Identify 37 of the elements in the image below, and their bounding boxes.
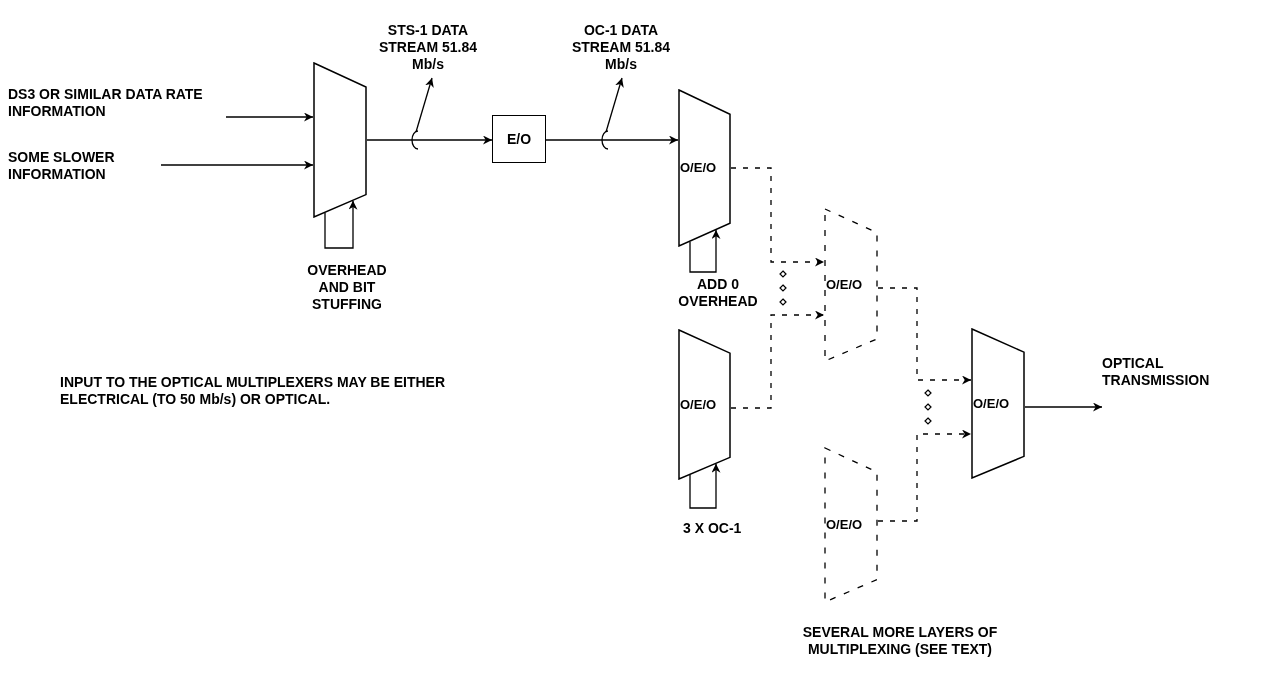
arrow	[877, 429, 972, 522]
annotation-text: OVERHEAD AND BIT STUFFING	[306, 262, 388, 313]
arrow	[545, 135, 679, 145]
annotation-text: OC-1 DATA STREAM 51.84 Mb/s	[565, 22, 677, 73]
annotation-text: ADD 0 OVERHEAD	[677, 276, 759, 310]
annotation-text: STS-1 DATA STREAM 51.84 Mb/s	[372, 22, 484, 73]
arrow	[324, 200, 358, 249]
port-label: O/E/O	[825, 517, 863, 533]
arrow	[877, 287, 972, 385]
arrow	[730, 167, 825, 267]
annotation-text: SOME SLOWER INFORMATION	[8, 149, 158, 183]
multiplexer-shape	[678, 329, 731, 480]
multiplexer-shape	[971, 328, 1025, 479]
port-label: O/E/O	[972, 395, 1010, 412]
arrow	[689, 463, 721, 509]
leader-line	[605, 77, 624, 133]
dashed-multiplexer-shape	[824, 447, 878, 603]
annotation-text: INPUT TO THE OPTICAL MULTIPLEXERS MAY BE EITHER ELECTRICAL (TO 50 Mb/s) OR OPTICAL.	[60, 374, 447, 408]
dashed-multiplexer-shape	[824, 208, 878, 362]
arrow	[689, 229, 721, 273]
arrow	[1024, 402, 1103, 412]
arrow	[160, 160, 314, 170]
annotation-text: SEVERAL MORE LAYERS OF MULTIPLEXING (SEE TEXT)	[801, 624, 999, 658]
leader-line	[415, 77, 434, 133]
process-box	[492, 115, 546, 163]
arrow	[366, 135, 493, 145]
annotation-text: 3 X OC-1	[683, 520, 743, 537]
box-label: E/O	[506, 130, 532, 148]
port-label: O/E/O	[825, 277, 863, 293]
port-label: O/E/O	[679, 160, 717, 176]
multiplexer-shape	[313, 62, 367, 218]
annotation-text: DS3 OR SIMILAR DATA RATE INFORMATION	[8, 86, 223, 120]
arrow	[225, 112, 314, 122]
port-label: O/E/O	[679, 396, 717, 413]
multiplexer-shape	[678, 89, 731, 247]
annotation-text: OPTICAL TRANSMISSION	[1102, 355, 1222, 389]
arrow	[730, 310, 825, 409]
